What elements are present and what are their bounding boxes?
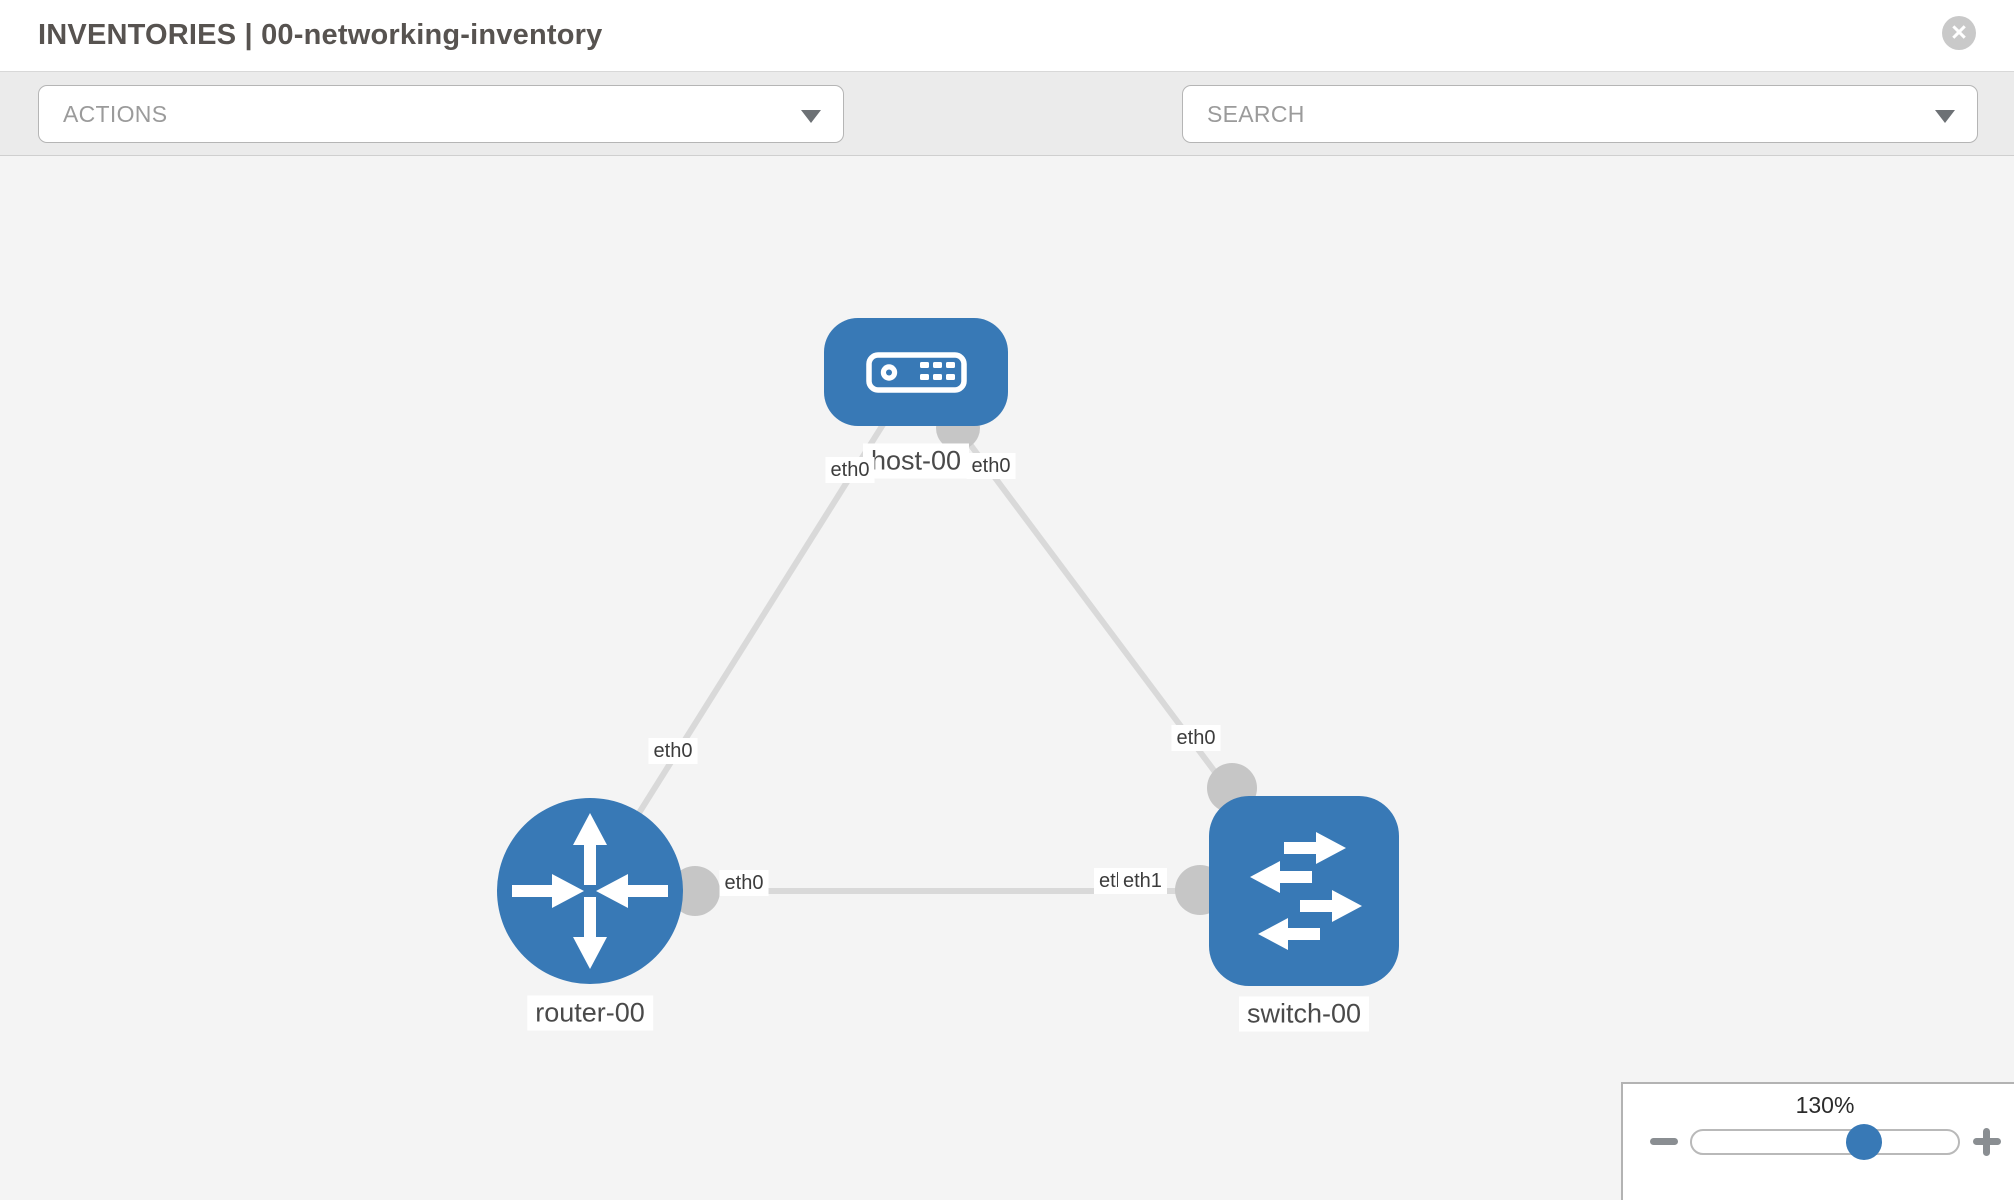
node-host-00[interactable] <box>824 318 1008 426</box>
iface-label-host-to-switch: eth0 <box>966 453 1016 479</box>
iface-label-router-to-host: eth0 <box>648 738 698 764</box>
node-switch-00[interactable] <box>1209 796 1399 986</box>
iface-label-switch-to-router: eth1 <box>1118 868 1167 894</box>
header-bar: INVENTORIES | 00-networking-inventory × <box>0 0 2014 72</box>
iface-label-switch-to-host: eth0 <box>1171 725 1221 751</box>
iface-label-router-to-switch: eth0 <box>719 870 769 896</box>
search-dropdown[interactable]: SEARCH <box>1182 85 1978 143</box>
zoom-in-button[interactable] <box>1973 1128 2001 1156</box>
host-icon <box>866 352 967 393</box>
zoom-out-button[interactable] <box>1650 1138 1678 1145</box>
zoom-slider-track[interactable] <box>1690 1129 1960 1155</box>
close-icon: × <box>1951 17 1967 47</box>
search-dropdown-label: SEARCH <box>1207 100 1305 127</box>
node-label-switch: switch-00 <box>1238 996 1370 1032</box>
zoom-control-panel: 130% <box>1621 1082 2014 1200</box>
page-title: INVENTORIES | 00-networking-inventory <box>38 19 603 51</box>
chevron-down-icon <box>1935 110 1955 123</box>
toolbar: ACTIONS SEARCH <box>0 72 2014 206</box>
switch-icon <box>1250 832 1362 950</box>
iface-label-host-to-router: eth0 <box>825 457 875 483</box>
zoom-level-value: 130% <box>1795 1092 1855 1118</box>
actions-dropdown[interactable]: ACTIONS <box>38 85 844 143</box>
close-button[interactable]: × <box>1942 16 1976 50</box>
node-label-host: host-00 <box>862 443 970 479</box>
router-icon <box>512 813 668 969</box>
chevron-down-icon <box>801 110 821 123</box>
zoom-slider-handle[interactable] <box>1846 1124 1882 1160</box>
topology-svg <box>497 318 1399 986</box>
actions-dropdown-label: ACTIONS <box>63 100 168 127</box>
interface-endpoint[interactable] <box>670 866 720 916</box>
node-router-00[interactable] <box>497 798 683 984</box>
topology-canvas[interactable]: host-00 router-00 switch-00 eth0 eth0 et… <box>0 156 2014 1200</box>
node-label-router: router-00 <box>527 995 653 1031</box>
